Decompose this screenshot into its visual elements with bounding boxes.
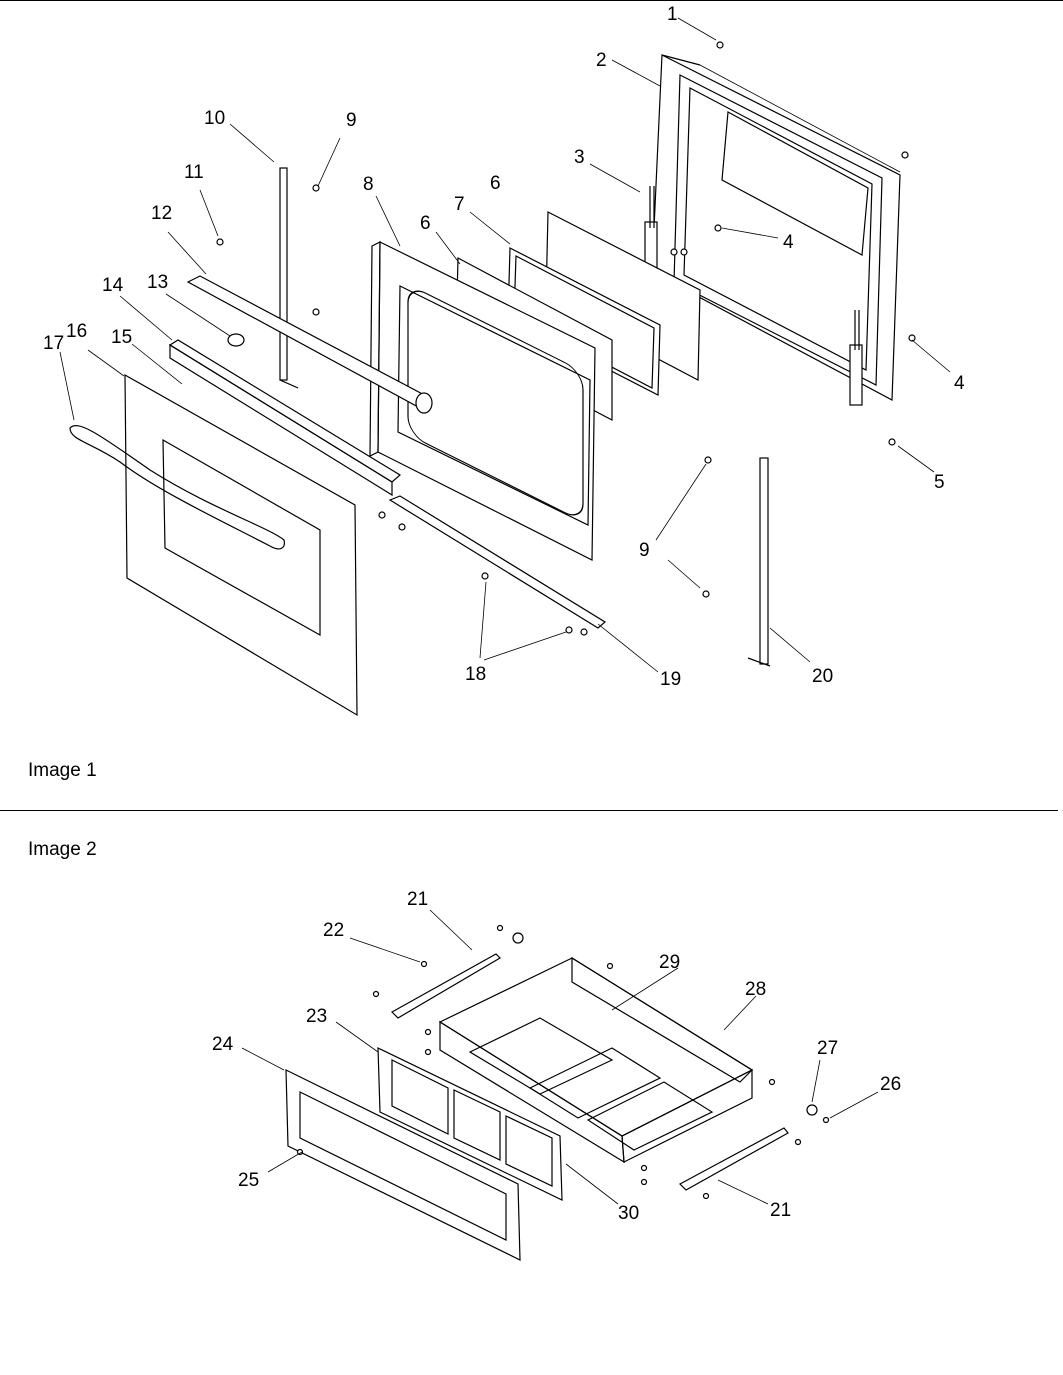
callout-11: 11 bbox=[184, 162, 204, 183]
callout-10: 10 bbox=[204, 108, 225, 129]
top-divider bbox=[0, 0, 1063, 1]
section-divider bbox=[0, 810, 1058, 811]
part-17-door-handle bbox=[69, 425, 285, 550]
part-14-side-channel bbox=[168, 339, 402, 497]
callout-21a: 21 bbox=[407, 889, 428, 910]
callout-14: 14 bbox=[102, 275, 124, 296]
callout-30: 30 bbox=[618, 1203, 639, 1224]
callout-1: 1 bbox=[667, 4, 678, 25]
leader-lines-image-2 bbox=[241, 909, 879, 1205]
callout-16: 16 bbox=[66, 321, 87, 342]
callout-15: 15 bbox=[111, 327, 132, 348]
part-24-drawer-front bbox=[285, 1069, 521, 1261]
callout-3: 3 bbox=[574, 147, 585, 168]
part-21-slide-upper bbox=[391, 953, 501, 1019]
callout-20: 20 bbox=[812, 666, 833, 687]
callout-13: 13 bbox=[147, 272, 168, 293]
callout-4a: 4 bbox=[783, 232, 794, 253]
callout-25: 25 bbox=[238, 1170, 259, 1191]
leader-lines-image-1 bbox=[59, 17, 951, 673]
part-10-support-rail bbox=[279, 167, 299, 389]
callout-9b: 9 bbox=[639, 540, 650, 561]
callout-17: 17 bbox=[43, 333, 64, 354]
callout-22: 22 bbox=[323, 920, 344, 941]
callouts-image-1: 1 2 3 4 4 5 6 6 7 8 9 9 10 11 12 13 14 1… bbox=[43, 4, 965, 690]
callout-21b: 21 bbox=[770, 1200, 791, 1221]
callout-2: 2 bbox=[596, 50, 607, 71]
screws-image-2 bbox=[296, 924, 830, 1200]
callout-6b: 6 bbox=[420, 213, 431, 234]
part-13-bumper bbox=[227, 333, 245, 347]
part-19-lower-channel bbox=[388, 495, 607, 629]
part-16-outer-door bbox=[124, 373, 358, 717]
callout-12: 12 bbox=[151, 203, 172, 224]
callout-19: 19 bbox=[660, 669, 681, 690]
part-21-slide-lower bbox=[679, 1127, 789, 1191]
image-2-caption: Image 2 bbox=[28, 839, 97, 860]
callout-18: 18 bbox=[465, 664, 486, 685]
callout-6a: 6 bbox=[490, 173, 501, 194]
callout-23: 23 bbox=[306, 1006, 327, 1027]
callout-9a: 9 bbox=[346, 110, 357, 131]
callouts-image-2: 21 21 22 23 24 25 26 27 28 29 30 bbox=[212, 889, 901, 1224]
callout-27: 27 bbox=[817, 1038, 838, 1059]
callout-29: 29 bbox=[659, 952, 680, 973]
callout-7: 7 bbox=[454, 194, 465, 215]
screws bbox=[216, 41, 916, 636]
part-12-top-trim bbox=[186, 275, 433, 414]
part-23-drawer-frame bbox=[377, 1047, 563, 1201]
callout-26: 26 bbox=[880, 1074, 901, 1095]
callout-4b: 4 bbox=[954, 373, 965, 394]
callout-24: 24 bbox=[212, 1034, 234, 1055]
image-1-caption: Image 1 bbox=[28, 760, 97, 781]
part-2-inner-liner bbox=[651, 54, 901, 401]
part-27-roller bbox=[512, 932, 818, 1116]
part-29-drawer-tub bbox=[438, 956, 754, 1164]
callout-28: 28 bbox=[745, 979, 766, 1000]
callout-5: 5 bbox=[934, 472, 945, 493]
callout-8: 8 bbox=[363, 174, 374, 195]
part-20-vertical-rail bbox=[747, 457, 771, 667]
